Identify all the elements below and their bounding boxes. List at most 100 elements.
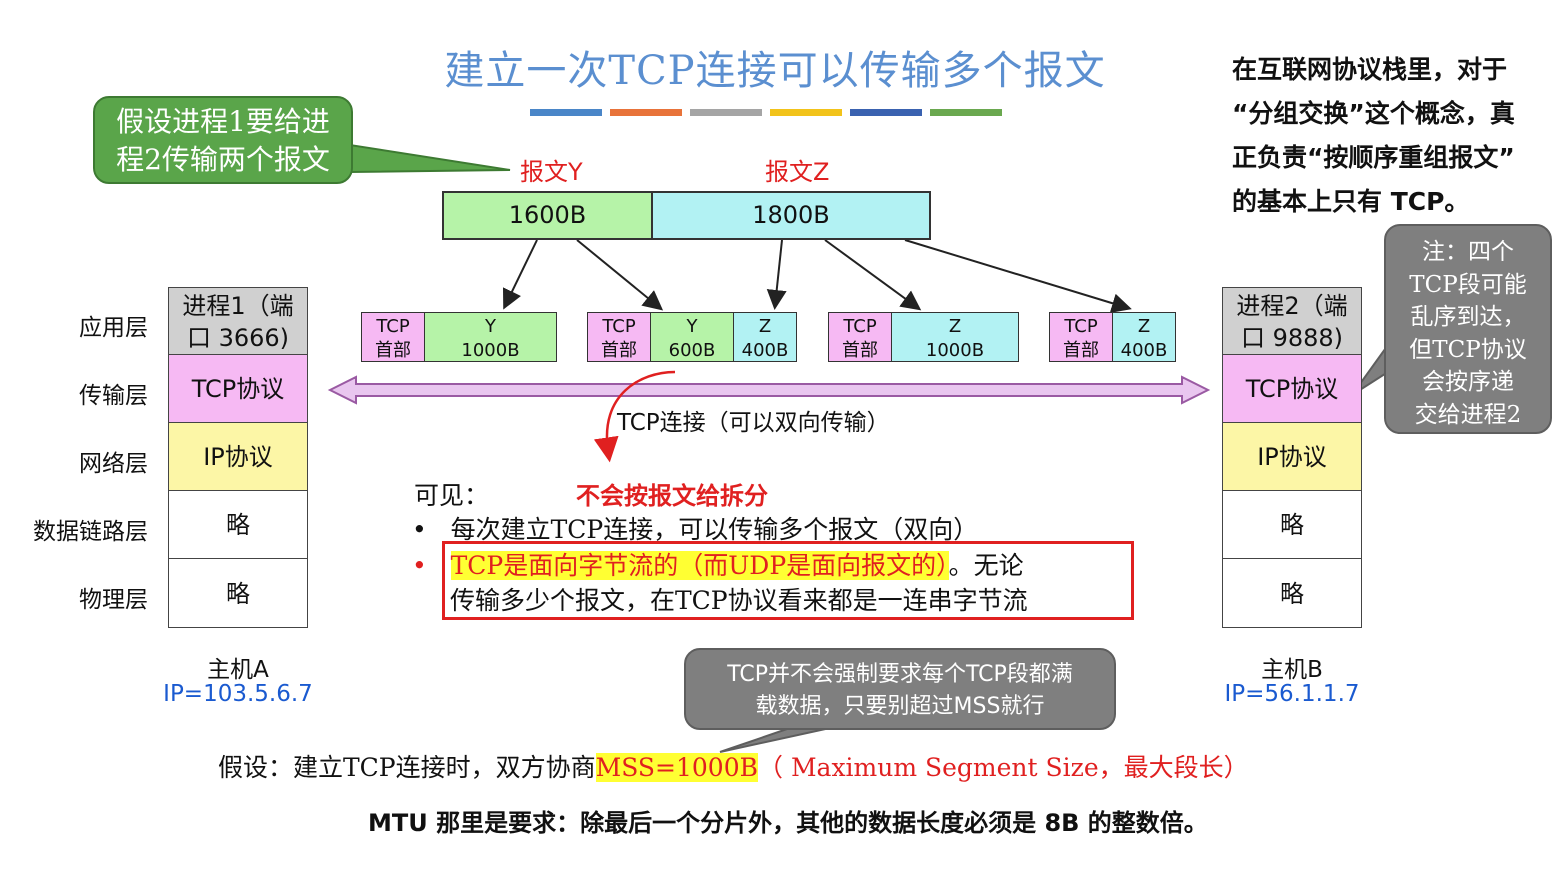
split-arrow (576, 239, 664, 311)
green-callout-line: 程2传输两个报文 (116, 143, 330, 176)
mss-callout: TCP并不会强制要求每个TCP段都满 载数据，只要别超过MSS就行 (684, 648, 1116, 730)
host-a-ip: IP=103.5.6.7 (163, 681, 313, 707)
bullet-dot: • (412, 515, 451, 544)
side-note: 在互联网协议栈里，对于 “分组交换”这个概念，真 正负责“按顺序重组报文” 的基… (1232, 48, 1552, 224)
layer-label-network: 网络层 (79, 451, 148, 477)
assumption-suffix: （ Maximum Segment Size，最大段长） (758, 753, 1249, 782)
callout-line: TCP并不会强制要求每个TCP段都满 (727, 662, 1073, 687)
host-b-ip: IP=56.1.1.7 (1224, 681, 1360, 707)
header-label: 首部 (1063, 340, 1099, 361)
green-callout-pointer (349, 143, 511, 174)
host-b-name: 主机B (1261, 657, 1323, 683)
header-label: 首部 (842, 340, 878, 361)
color-bar-segment (690, 109, 762, 116)
bullet-dot: • (412, 551, 451, 580)
segment-data-y: Y 1000B (424, 312, 557, 362)
message-z-label: 报文Z (765, 158, 830, 186)
layer-label-application: 应用层 (79, 315, 148, 341)
callout-line: 注：四个 (1422, 239, 1514, 265)
header-label: 首部 (601, 340, 637, 361)
message-y-box: 1600B (442, 191, 653, 240)
layer-label-link: 数据链路层 (33, 519, 148, 545)
mtu-note: MTU 那里是要求：除最后一个分片外，其他的数据长度必须是 8B 的整数倍。 (368, 809, 1208, 837)
segment-data-z: Z 1000B (891, 312, 1019, 362)
bullet-2-rest: 。无论 (948, 551, 1024, 580)
tcp-label: TCP (376, 316, 410, 337)
bullet-2-highlight: TCP是面向字节流的（而UDP是面向报文的） (450, 551, 949, 580)
callout-line: 交给进程2 (1414, 401, 1522, 428)
segment-part-size: 1000B (925, 340, 985, 361)
side-note-line: 正负责“按顺序重组报文” (1232, 143, 1515, 172)
tcp-connection-arrow (327, 375, 1211, 405)
host-a-transport: TCP协议 (168, 354, 308, 423)
side-note-line: 的基本上只有 TCP。 (1232, 187, 1470, 216)
out-of-order-callout: 注：四个 TCP段可能 乱序到达， 但TCP协议 会按序递 交给进程2 (1384, 224, 1552, 434)
host-a-physical: 略 (168, 558, 308, 628)
segment-data-z: Z 400B (1112, 312, 1176, 362)
host-b-network: IP协议 (1222, 422, 1362, 491)
segment-part-name: Z (948, 316, 962, 337)
message-y-label: 报文Y (520, 158, 583, 186)
bullet-2: • TCP是面向字节流的（而UDP是面向报文的）。无论 (412, 546, 1024, 582)
tcp-label: TCP (602, 316, 636, 337)
color-bar-segment (610, 109, 682, 116)
layer-label-transport: 传输层 (79, 383, 148, 409)
mss-value: MSS=1000B (595, 753, 758, 782)
split-arrow (502, 239, 538, 310)
segment-data-z: Z 400B (733, 312, 797, 362)
host-b-transport: TCP协议 (1222, 354, 1362, 423)
side-note-line: 在互联网协议栈里，对于 (1232, 55, 1508, 84)
tcp-label: TCP (843, 316, 877, 337)
host-b-link: 略 (1222, 490, 1362, 559)
conclusion-heading: 可见： (414, 481, 490, 510)
host-a-network: IP协议 (168, 422, 308, 491)
callout-line: 会按序递 (1422, 369, 1514, 395)
assumption-prefix: 假设：建立TCP连接时，双方协商 (218, 753, 596, 782)
color-bar-segment (530, 109, 602, 116)
callout-line: 乱序到达， (1410, 304, 1526, 330)
segment-part-size: 400B (741, 340, 789, 361)
process-line: 口 9888) (1240, 324, 1344, 352)
tcp-connection-label: TCP连接（可以双向传输） (617, 410, 890, 436)
segment-part-name: Y (485, 316, 496, 337)
segment-part-size: 600B (668, 340, 716, 361)
red-curved-arrow (593, 370, 676, 463)
split-arrow (904, 239, 1132, 313)
split-arrow (824, 239, 922, 311)
mss-assumption: 假设：建立TCP连接时，双方协商MSS=1000B（ Maximum Segme… (218, 748, 1249, 784)
segment-tcp-header: TCP 首部 (828, 312, 892, 362)
host-b-process: 进程2（端 口 9888) (1222, 287, 1362, 355)
bullet-1-text: 每次建立TCP连接，可以传输多个报文（双向） (450, 515, 979, 544)
segment-part-name: Y (686, 316, 698, 337)
segment-tcp-header: TCP 首部 (361, 312, 425, 362)
page-title: 建立一次TCP连接可以传输多个报文 (444, 48, 1106, 94)
green-callout-line: 假设进程1要给进 (116, 105, 330, 138)
segment-tcp-header: TCP 首部 (587, 312, 651, 362)
side-note-line: “分组交换”这个概念，真 (1232, 99, 1515, 128)
segment-part-size: 400B (1120, 340, 1168, 361)
process-line: 进程1（端 (182, 292, 294, 320)
no-split-annotation: 不会按报文给拆分 (576, 482, 768, 510)
color-bar-segment (930, 109, 1002, 116)
split-arrow (766, 239, 787, 310)
color-bar-segment (770, 109, 842, 116)
process-line: 进程2（端 (1236, 292, 1348, 320)
green-callout: 假设进程1要给进 程2传输两个报文 (93, 96, 353, 184)
callout-line: 载数据，只要别超过MSS就行 (755, 694, 1045, 719)
callout-line: TCP段可能 (1409, 271, 1527, 298)
host-b-physical: 略 (1222, 558, 1362, 628)
host-a-name: 主机A (207, 657, 269, 683)
callout-line: 但TCP协议 (1409, 336, 1527, 363)
host-a-link: 略 (168, 490, 308, 559)
segment-part-name: Z (758, 316, 772, 337)
segment-tcp-header: TCP 首部 (1049, 312, 1113, 362)
header-label: 首部 (375, 340, 411, 361)
message-z-box: 1800B (651, 191, 931, 240)
segment-part-name: Z (1137, 316, 1151, 337)
color-bar-segment (850, 109, 922, 116)
highlight-frame (442, 541, 1134, 620)
segment-data-y: Y 600B (650, 312, 734, 362)
host-a-process: 进程1（端 口 3666) (168, 287, 308, 355)
bullet-1: • 每次建立TCP连接，可以传输多个报文（双向） (412, 510, 978, 546)
process-line: 口 3666) (186, 324, 290, 352)
